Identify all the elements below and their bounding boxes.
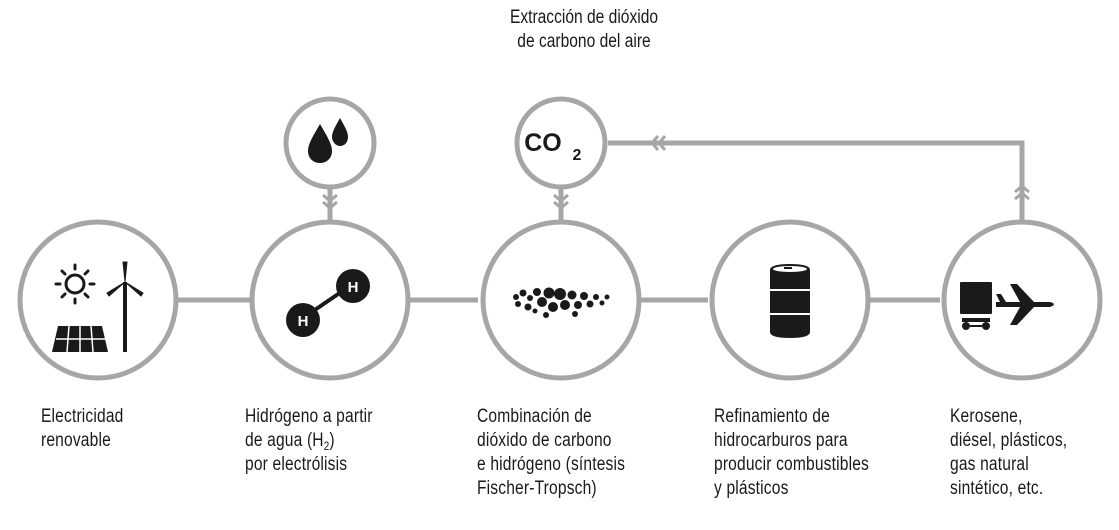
caption-line: sintético, etc. — [950, 478, 1044, 499]
air-capture-line-1: Extracción de dióxido — [509, 7, 659, 28]
hydrogen-molecule-icon: H H — [286, 269, 370, 337]
caption-line: y plásticos — [714, 478, 789, 499]
caption-line: dióxido de carbono — [477, 430, 612, 451]
sun-wind-solar-icon — [52, 261, 144, 353]
air-capture-line-2: de carbono del aire — [517, 31, 651, 52]
caption-line: de agua (H2) — [245, 430, 335, 453]
flow-chevrons — [322, 135, 1030, 210]
caption-line: gas natural — [950, 454, 1029, 475]
svg-text:H: H — [348, 279, 359, 296]
co2-node: CO 2 — [514, 96, 608, 190]
water-drop-node — [283, 96, 377, 190]
step-electricity — [17, 219, 179, 381]
water-drops-icon — [308, 118, 348, 163]
molecules-icon — [513, 287, 610, 318]
caption-line: Combinación de — [477, 406, 592, 427]
svg-text:H: H — [298, 313, 309, 330]
caption-line: e hidrógeno (síntesis — [477, 454, 626, 475]
caption-hydrogen: Hidrógeno a partir de agua (H2) por elec… — [245, 405, 373, 477]
caption-line: diésel, plásticos, — [950, 430, 1068, 451]
step-refining — [709, 219, 871, 381]
step-hydrogen: H H — [249, 219, 411, 381]
caption-line: Hidrógeno a partir — [245, 406, 373, 427]
caption-line: renovable — [41, 430, 111, 451]
caption-products: Kerosene, diésel, plásticos, gas natural… — [950, 405, 1067, 501]
oil-barrel-icon — [770, 264, 810, 338]
caption-line: producir combustibles — [714, 454, 869, 475]
truck-airplane-icon — [960, 282, 1054, 330]
co2-label: CO — [524, 129, 562, 157]
caption-line: Fischer-Tropsch) — [477, 478, 597, 499]
caption-line: hidrocarburos para — [714, 430, 848, 451]
caption-line: Electricidad — [41, 406, 124, 427]
co2-subscript: 2 — [573, 147, 582, 164]
caption-line: Refinamiento de — [714, 406, 830, 427]
caption-synthesis: Combinación de dióxido de carbono e hidr… — [477, 405, 625, 501]
step-products — [941, 219, 1103, 381]
caption-line: por electrólisis — [245, 454, 348, 475]
caption-electricity: Electricidad renovable — [41, 405, 124, 453]
caption-refining: Refinamiento de hidrocarburos para produ… — [714, 405, 869, 501]
caption-line: Kerosene, — [950, 406, 1023, 427]
air-capture-label: Extracción de dióxido de carbono del air… — [469, 6, 699, 54]
step-synthesis — [480, 219, 642, 381]
